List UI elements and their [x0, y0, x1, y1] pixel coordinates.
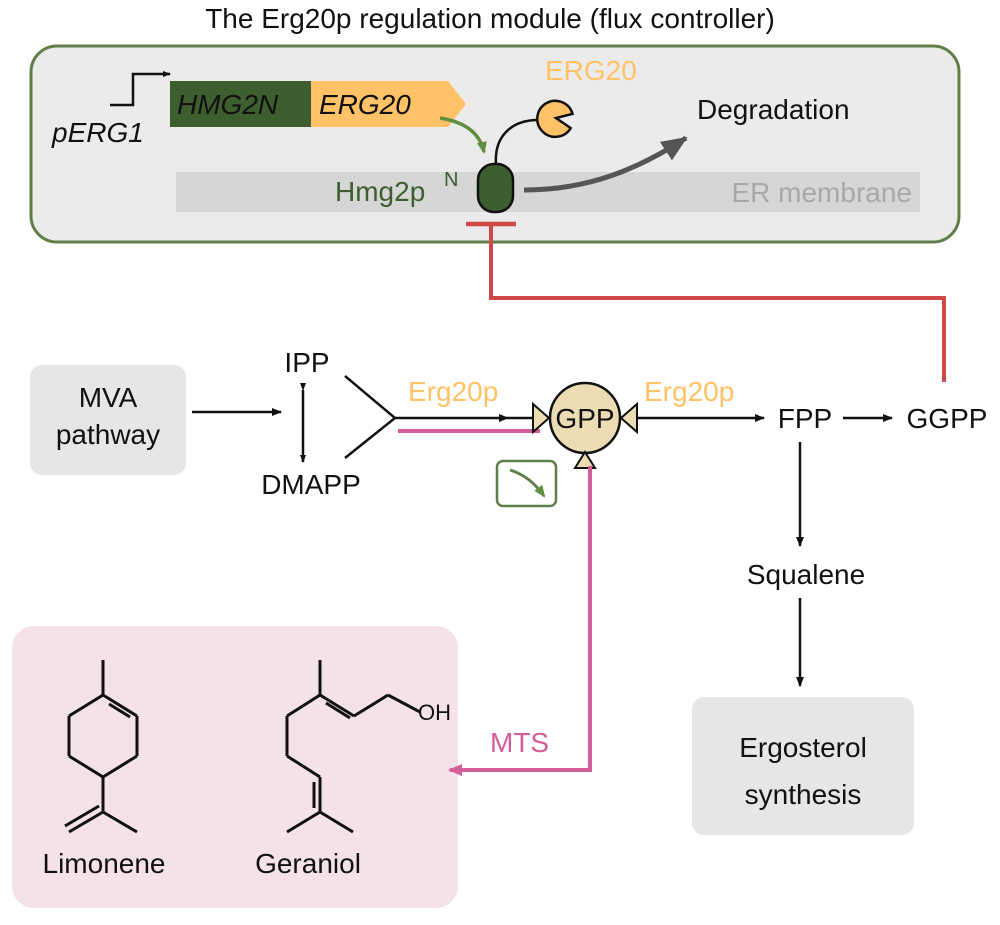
erg20p-right-label: Erg20p [644, 376, 734, 407]
erg20-protein-icon [536, 99, 575, 139]
geraniol-label: Geraniol [255, 848, 361, 879]
figure-title: The Erg20p regulation module (flux contr… [205, 3, 775, 34]
switch-icon-arrow [509, 468, 546, 498]
mts-line [448, 466, 592, 776]
ergosterol-label-line1: Ergosterol [739, 732, 867, 763]
degradation-arrow [523, 135, 688, 193]
monoterpene-box [12, 626, 458, 908]
mva-label-line2: pathway [56, 419, 160, 450]
hmg2p-label: Hmg2p [335, 176, 425, 207]
erg20-protein-label: ERG20 [545, 55, 637, 86]
geraniol-structure [285, 660, 421, 834]
erg20p-left-label: Erg20p [408, 376, 498, 407]
gene-hmg2n-box [170, 81, 311, 127]
hmg2p-anchor [476, 162, 515, 214]
mva-pathway-box [30, 365, 186, 475]
er-membrane-band [176, 172, 920, 212]
expression-arrow [439, 116, 487, 154]
ipp-label: IPP [284, 347, 329, 378]
gpp-label: GPP [555, 403, 614, 434]
gene-erg20-box [311, 81, 466, 127]
dmapp-label: DMAPP [261, 469, 361, 500]
promoter-arrow [110, 71, 171, 107]
feedback-line [489, 226, 946, 382]
limonene-label: Limonene [43, 848, 166, 879]
gene-hmg2n-label: HMG2N [177, 89, 279, 120]
fusion-linker [494, 118, 539, 165]
gpp-valve-bottom [573, 450, 597, 469]
gene-erg20-label: ERG20 [319, 89, 411, 120]
ergosterol-box [692, 697, 914, 835]
promoter-label: pERG1 [51, 117, 144, 148]
switch-icon [495, 459, 558, 508]
fpp-label: FPP [778, 403, 832, 434]
er-membrane-label: ER membrane [731, 177, 912, 208]
mva-label-line1: MVA [79, 382, 138, 413]
gpp-valve-left [532, 401, 551, 435]
gpp-valve-right [619, 401, 638, 435]
limonene-structure [64, 660, 139, 834]
ggpp-label: GGPP [907, 403, 988, 434]
hmg2p-superscript: N [444, 169, 458, 191]
mts-label: MTS [490, 727, 549, 758]
squalene-label: Squalene [747, 559, 865, 590]
condensation-junction [344, 375, 397, 459]
degradation-label: Degradation [697, 94, 850, 125]
ergosterol-label-line2: synthesis [745, 779, 862, 810]
oh-label: OH [418, 700, 451, 725]
